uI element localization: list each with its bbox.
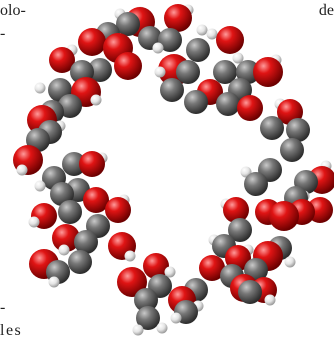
carbon-atom (286, 118, 310, 142)
atom-spheres (13, 4, 334, 336)
hydrogen-atom (28, 216, 40, 228)
carbon-atom (186, 38, 210, 62)
oxygen-atom (237, 95, 263, 121)
hydrogen-atom (156, 322, 168, 334)
carbon-atom (260, 116, 284, 140)
oxygen-atom (117, 267, 147, 297)
hydrogen-atom (34, 82, 46, 94)
carbon-atom (58, 200, 82, 224)
carbon-atom (238, 280, 262, 304)
carbon-atom (116, 12, 140, 36)
text-fragment-bottom-left-2: les (0, 322, 23, 339)
carbon-atom (213, 60, 237, 84)
oxygen-atom (164, 4, 192, 32)
carbon-atom (136, 306, 160, 330)
oxygen-atom (223, 197, 249, 223)
oxygen-atom (49, 47, 75, 73)
hydrogen-atom (284, 256, 296, 268)
oxygen-atom (78, 28, 106, 56)
carbon-atom (228, 218, 252, 242)
oxygen-atom (83, 187, 109, 213)
oxygen-atom (114, 52, 142, 80)
oxygen-atom (216, 26, 244, 54)
oxygen-atom (199, 255, 225, 281)
oxygen-atom (143, 253, 169, 279)
carbon-atom (280, 138, 304, 162)
carbon-atom (74, 230, 98, 254)
hydrogen-atom (196, 24, 208, 36)
text-fragment-top-left-1: olo- (0, 2, 26, 19)
hydrogen-atom (58, 244, 70, 256)
hydrogen-atom (164, 266, 176, 278)
carbon-atom (244, 172, 268, 196)
oxygen-atom (269, 201, 299, 231)
text-fragment-top-left-2: - (0, 25, 6, 42)
hydrogen-atom (206, 28, 218, 40)
carbon-atom (134, 288, 158, 312)
carbon-atom (184, 90, 208, 114)
oxygen-atom (105, 197, 131, 223)
carbon-atom (176, 60, 200, 84)
hydrogen-atom (132, 324, 144, 336)
hydrogen-atom (90, 94, 102, 106)
oxygen-atom (253, 57, 283, 87)
hydrogen-atom (154, 66, 166, 78)
hydrogen-atom (264, 294, 276, 306)
hydrogen-atom (232, 52, 244, 64)
hydrogen-atom (16, 164, 28, 176)
oxygen-atom (79, 151, 105, 177)
carbon-atom (158, 28, 182, 52)
hydrogen-atom (48, 276, 60, 288)
oxygen-atom (52, 224, 80, 252)
hydrogen-atom (124, 250, 136, 262)
hydrogen-atom (152, 42, 164, 54)
carbon-atom (62, 152, 86, 176)
carbon-atom (160, 78, 184, 102)
text-fragment-bottom-left-1: - (0, 299, 6, 316)
carbon-atom (50, 182, 74, 206)
carbon-atom (216, 92, 240, 116)
hydrogen-atom (34, 180, 46, 192)
carbon-atom (236, 60, 260, 84)
carbon-atom (68, 250, 92, 274)
carbon-atom (88, 58, 112, 82)
hydrogen-atom (170, 312, 182, 324)
text-fragment-top-right: de (318, 2, 334, 19)
